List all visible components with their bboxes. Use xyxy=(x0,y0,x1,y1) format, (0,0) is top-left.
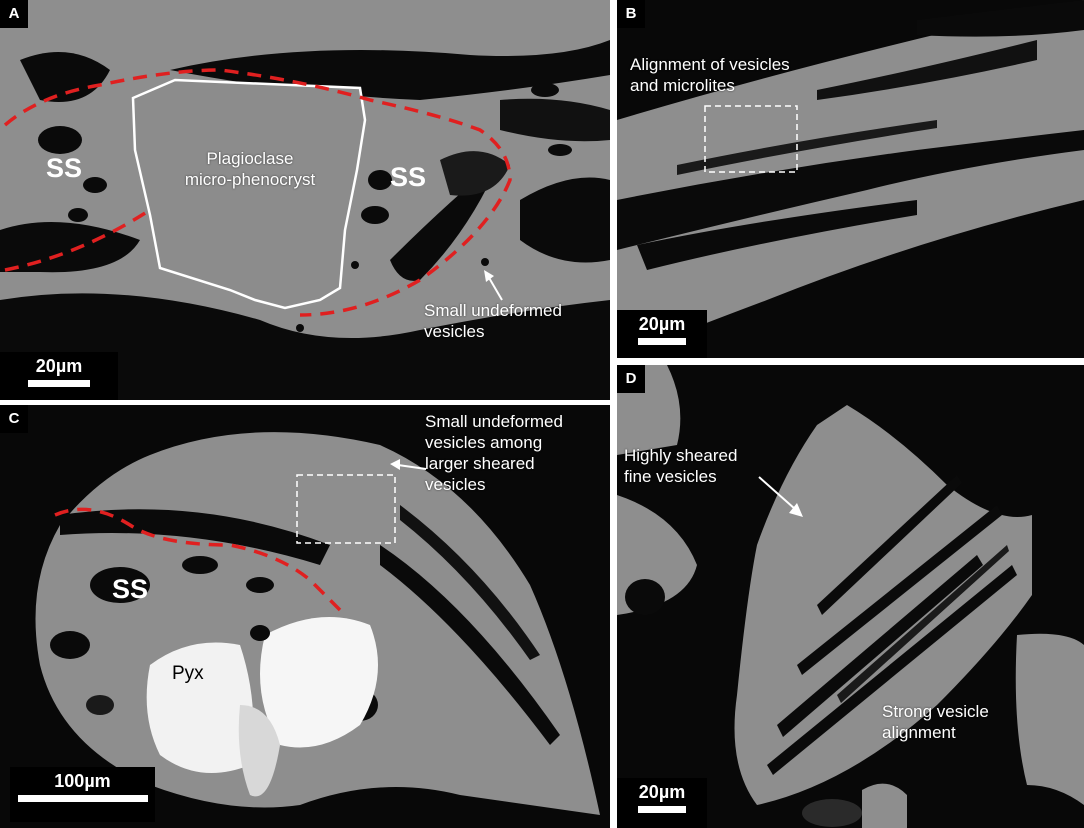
panel-c-label: C xyxy=(0,405,28,433)
panel-d-annotation-top: Highly sheared fine vesicles xyxy=(624,446,738,486)
ss-label: SS xyxy=(112,574,149,604)
panel-d-label: D xyxy=(617,365,645,393)
panel-a: A SS SS Plagioclase micro-phenocryst Sma… xyxy=(0,0,610,400)
panel-a-annotation: Small undeformed vesicles xyxy=(424,301,562,341)
panel-c-micrograph xyxy=(0,405,610,828)
panel-b-micrograph xyxy=(617,0,1084,358)
panel-d: D Highly sheared fine vesicles Strong ve… xyxy=(617,365,1084,828)
scale-bar: 20µm xyxy=(617,778,707,828)
panel-c: C Small undeformed vesicles among larger… xyxy=(0,405,610,828)
pyx-label: Pyx xyxy=(172,663,204,684)
plagioclase-label: Plagioclase micro-phenocryst xyxy=(184,149,316,189)
scale-bar-label: 20µm xyxy=(35,356,83,376)
panel-c-annotation: Small undeformed vesicles among larger s… xyxy=(425,412,563,494)
scale-bar-label: 100µm xyxy=(54,771,111,791)
scale-bar-label: 20µm xyxy=(638,782,686,802)
arrow-icon xyxy=(484,270,503,301)
panel-d-annotation-bottom: Strong vesicle alignment xyxy=(882,702,989,742)
ss-label-right: SS xyxy=(390,162,427,192)
arrow-icon xyxy=(758,476,803,517)
panel-a-label: A xyxy=(0,0,28,28)
arrow-icon xyxy=(390,459,427,470)
scale-bar: 100µm xyxy=(10,767,155,822)
panel-b: B Alignment of vesicles and microlites 2… xyxy=(617,0,1084,358)
panel-a-micrograph xyxy=(0,0,610,400)
panel-b-label: B xyxy=(617,0,645,28)
scale-bar-label: 20µm xyxy=(638,314,686,334)
panel-d-micrograph xyxy=(617,365,1084,828)
scale-bar: 20µm xyxy=(0,352,118,400)
ss-label-left: SS xyxy=(46,153,83,183)
scale-bar: 20µm xyxy=(617,310,707,358)
panel-b-annotation: Alignment of vesicles and microlites xyxy=(630,55,790,95)
